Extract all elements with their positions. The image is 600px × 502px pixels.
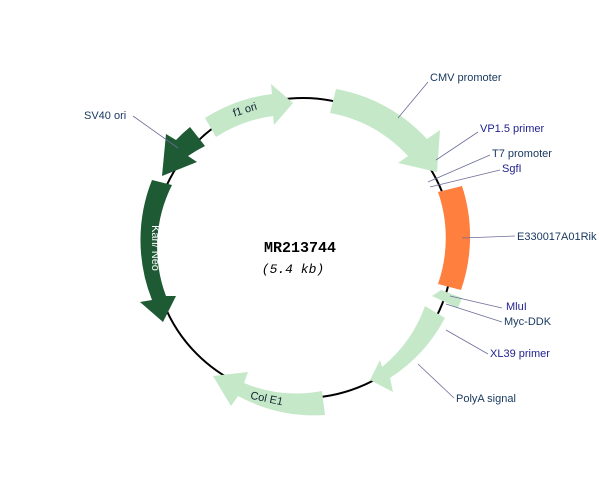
- mlui-label: MluI: [506, 301, 527, 313]
- vp15-primer-label: VP1.5 primer: [480, 123, 545, 135]
- cmv-leader: [397, 81, 429, 119]
- sv40-ori-label: SV40 ori: [84, 110, 126, 122]
- sgfi-leader: [429, 169, 501, 188]
- kan-neo-arrow: [140, 180, 176, 322]
- xl39-primer-label: XL39 primer: [490, 348, 550, 360]
- cmv-promoter-label: CMV promoter: [430, 72, 502, 84]
- sv40-ori-arrow: [162, 127, 205, 176]
- kan-neo-label: Kan/ Neo: [149, 225, 161, 271]
- t7-promoter-label: T7 promoter: [492, 148, 552, 160]
- polya-signal-arrow: [370, 306, 445, 392]
- polya-leader: [417, 363, 455, 399]
- f1-ori-arrow: [205, 84, 293, 137]
- insert-leader: [461, 235, 516, 239]
- insert-label: E330017A01Rik: [517, 231, 597, 243]
- myc-ddk-arrow: [432, 290, 462, 308]
- vp15-leader: [435, 131, 479, 161]
- mycddk-leader: [445, 303, 503, 323]
- insert-orange-block: [438, 186, 471, 290]
- myc-ddk-label: Myc-DDK: [504, 316, 552, 328]
- t7-leader: [427, 154, 491, 183]
- xl39-leader: [445, 329, 489, 355]
- cmv-promoter-arrow: [330, 89, 440, 172]
- polya-signal-label: PolyA signal: [456, 393, 516, 405]
- sgfi-label: SgfI: [502, 163, 522, 175]
- mlui-leader: [449, 295, 503, 309]
- col-e1-arrow: [213, 372, 325, 416]
- plasmid-size: (5.4 kb): [262, 262, 324, 277]
- plasmid-name: MR213744: [264, 240, 336, 257]
- sv40-leader: [132, 115, 179, 149]
